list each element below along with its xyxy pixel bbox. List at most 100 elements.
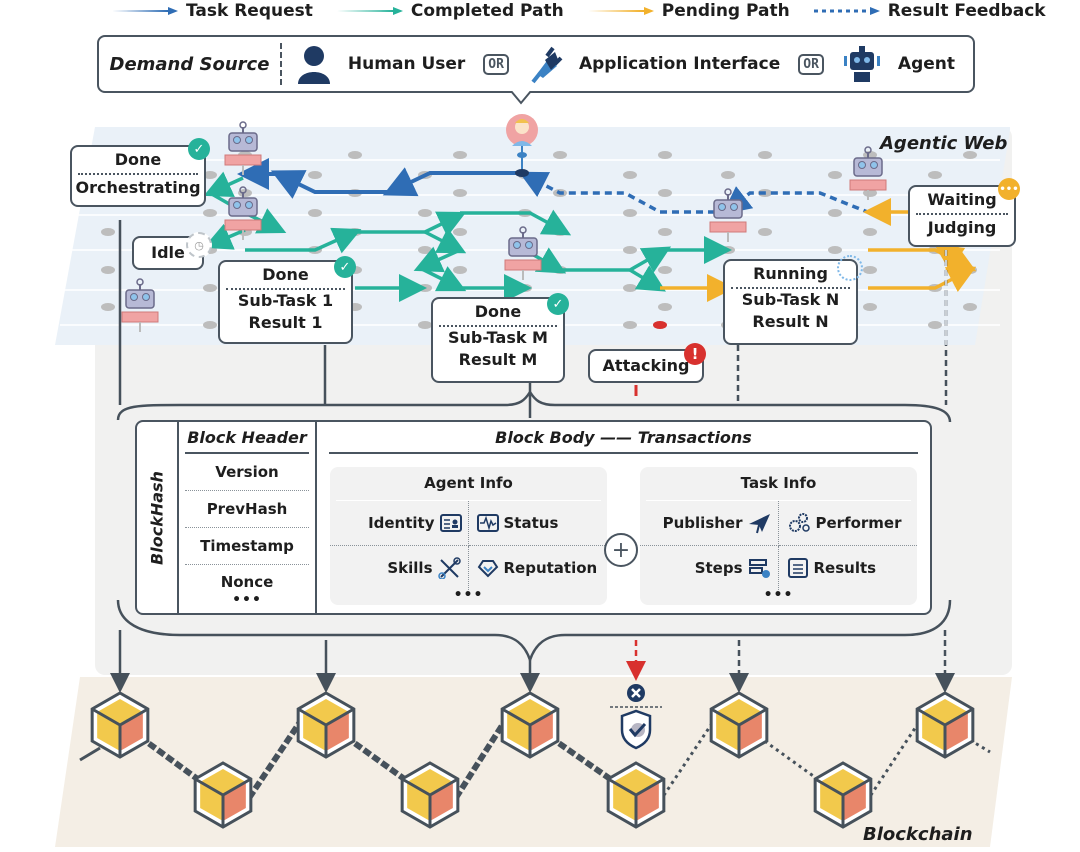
- field-label: Reputation: [503, 559, 598, 577]
- block-cube-icon: [193, 761, 253, 829]
- subtask-text: Sub-Task 1: [237, 291, 334, 310]
- agent-robot-icon: [224, 121, 262, 175]
- legend-label: Task Request: [186, 1, 313, 21]
- network-node: [928, 321, 942, 329]
- divider: [78, 173, 198, 175]
- diamond-icon: [477, 560, 498, 578]
- result-feedback-arrow-icon: [813, 7, 880, 15]
- human-requester-avatar: [506, 114, 538, 177]
- demand-source-box: Demand Source Human User OR Application …: [97, 35, 975, 105]
- shield-check-icon: [620, 709, 652, 750]
- demand-application-interface: Application Interface: [527, 44, 780, 84]
- network-node: [721, 171, 735, 179]
- network-node: [418, 209, 432, 217]
- legend-result-feedback: Result Feedback: [812, 1, 1046, 21]
- network-node: [348, 151, 362, 159]
- agent-robot-icon: [709, 188, 747, 242]
- network-node: [101, 228, 115, 236]
- demand-label: Human User: [347, 54, 466, 74]
- result-text: Result 1: [248, 313, 323, 332]
- field-label: Identity: [368, 514, 435, 532]
- network-node: [758, 151, 772, 159]
- field-label: Status: [503, 514, 559, 532]
- clipboard-list-icon: [787, 558, 808, 578]
- subtask-text: Sub-Task N: [741, 290, 840, 309]
- legend-label: Completed Path: [410, 1, 564, 21]
- bubble-subtask-1: Done Sub-Task 1 Result 1 ✓: [218, 256, 356, 344]
- agent-info-box: Agent Info Identity Status Skills Reputa…: [330, 467, 607, 605]
- status-text: Done: [114, 150, 162, 169]
- agent-robot-icon: [504, 226, 542, 280]
- divider: [916, 213, 1008, 215]
- header-field-version: Version: [185, 454, 309, 491]
- block-cube-icon: [500, 691, 560, 759]
- clock-icon: ◷: [186, 232, 212, 258]
- field-steps: Steps: [640, 546, 779, 590]
- check-icon: ✓: [188, 138, 210, 160]
- legend-task-request: Task Request: [110, 1, 313, 21]
- chain-link: [548, 734, 618, 786]
- steps-icon: [748, 559, 770, 578]
- network-node: [828, 246, 842, 254]
- bubble-orchestrator: Done Orchestrating ✓: [70, 138, 210, 207]
- block-header-title: Block Header: [185, 428, 309, 454]
- pending-link: [861, 712, 927, 808]
- demand-label: Agent: [897, 54, 955, 74]
- divider: [731, 287, 850, 289]
- task-info-box: Task Info Publisher Performer Steps Resu…: [640, 467, 917, 605]
- blockchain-plane: [55, 677, 1012, 847]
- field-label: Publisher: [662, 514, 743, 532]
- chain-link: [79, 746, 101, 762]
- header-field-timestamp: Timestamp: [185, 528, 309, 565]
- activity-icon: [476, 514, 499, 532]
- more-dots: •••: [453, 587, 484, 603]
- block-cube-icon: [709, 691, 769, 759]
- block-cube-icon: [296, 691, 356, 759]
- waiting-icon: •••: [998, 178, 1020, 200]
- blockhash-column: BlockHash: [137, 422, 179, 613]
- network-node: [623, 284, 637, 292]
- block-header-column: Block Header Version PrevHash Timestamp …: [179, 422, 317, 613]
- task-request-arrow-icon: [112, 7, 178, 15]
- agentic-web-title: Agentic Web: [880, 133, 1008, 154]
- task-info-title: Task Info: [646, 467, 911, 501]
- network-node: [863, 303, 877, 311]
- network-node: [203, 209, 217, 217]
- chain-link: [138, 734, 205, 786]
- network-node: [308, 209, 322, 217]
- bubble-attacking: Attacking !: [588, 343, 706, 383]
- network-node: [453, 189, 467, 197]
- status-text: Idle: [151, 243, 185, 262]
- legend-pending-path: Pending Path: [586, 1, 790, 21]
- demand-label: Application Interface: [578, 54, 781, 74]
- network-node: [963, 303, 977, 311]
- network-node: [863, 266, 877, 274]
- more-dots: •••: [763, 587, 794, 603]
- network-node: [623, 246, 637, 254]
- status-text: Attacking: [602, 356, 690, 375]
- legend: Task Request Completed Path Pending Path…: [110, 0, 1046, 22]
- header-field-prevhash: PrevHash: [185, 491, 309, 528]
- legend-label: Result Feedback: [887, 1, 1046, 21]
- chain-link: [344, 734, 412, 786]
- network-node: [308, 171, 322, 179]
- rejected-attack-icon: [627, 684, 645, 702]
- role-text: Judging: [927, 218, 997, 237]
- network-node: [963, 151, 977, 159]
- field-label: Results: [813, 559, 877, 577]
- task-request-path: [237, 158, 520, 199]
- id-card-icon: [439, 514, 462, 532]
- network-node: [418, 321, 432, 329]
- network-node: [828, 209, 842, 217]
- block-cube-icon: [400, 761, 460, 829]
- bubble-subtask-m: Done Sub-Task M Result M ✓: [431, 293, 569, 383]
- alert-icon: !: [684, 343, 706, 365]
- network-node: [101, 266, 115, 274]
- check-icon: ✓: [547, 293, 569, 315]
- chain-link: [240, 711, 309, 809]
- bubble-subtask-n: Running Sub-Task N Result N: [723, 255, 863, 345]
- pending-link: [758, 735, 824, 785]
- bubble-idle: Idle ◷: [132, 232, 212, 270]
- robot-icon: [843, 46, 880, 82]
